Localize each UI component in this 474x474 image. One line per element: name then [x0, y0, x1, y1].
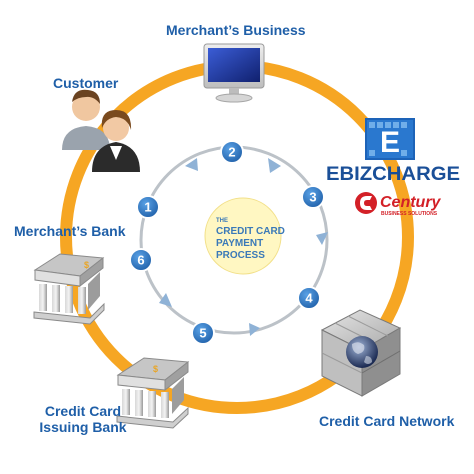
bank-building-icon: $ [33, 253, 105, 325]
badge-line-the: THE [216, 218, 228, 224]
center-badge: THE CREDIT CARD PAYMENT PROCESS [204, 197, 285, 275]
arrow-triangle-icon [159, 158, 328, 336]
ebiz-logo-letter: E [380, 126, 400, 159]
ebizcharge-text: EBIZCHARGE [326, 164, 460, 185]
step-number: 3 [309, 190, 316, 205]
step-6: 6 [129, 248, 153, 272]
step-number: 5 [199, 326, 206, 341]
century-text: Century [380, 194, 442, 211]
century-subtitle: BUSINESS SOLUTIONS [381, 211, 438, 217]
step-4: 4 [297, 286, 321, 310]
step-3: 3 [301, 185, 325, 209]
step-number: 6 [137, 253, 144, 268]
customer-label: Customer [53, 75, 119, 91]
badge-line-credit-card: CREDIT CARD [216, 226, 285, 237]
ebizcharge-logo: E EBIZCHARGE [326, 118, 460, 185]
merchant-business-label: Merchant’s Business [166, 22, 306, 38]
step-number: 4 [305, 291, 313, 306]
bank-building-icon: $ [116, 357, 190, 429]
badge-line-process: PROCESS [216, 250, 265, 261]
step-1: 1 [136, 195, 160, 219]
merchant-bank-label: Merchant’s Bank [14, 223, 126, 239]
network-cube-globe-icon [320, 309, 402, 397]
computer-monitor-icon [203, 43, 265, 103]
step-5: 5 [191, 321, 215, 345]
step-number: 2 [228, 145, 235, 160]
step-2: 2 [220, 140, 244, 164]
step-number: 1 [144, 200, 151, 215]
dollar-sign: $ [153, 364, 158, 374]
century-logo: Century BUSINESS SOLUTIONS [355, 192, 442, 217]
dollar-sign: $ [84, 260, 89, 270]
badge-line-payment: PAYMENT [216, 238, 263, 249]
customer-people-icon [62, 89, 140, 172]
card-network-label: Credit Card Network [319, 413, 455, 429]
issuing-bank-label-line2: Issuing Bank [39, 419, 127, 435]
issuing-bank-label-line1: Credit Card [44, 403, 122, 419]
issuing-bank-label: Credit Card Issuing Bank [28, 403, 138, 435]
